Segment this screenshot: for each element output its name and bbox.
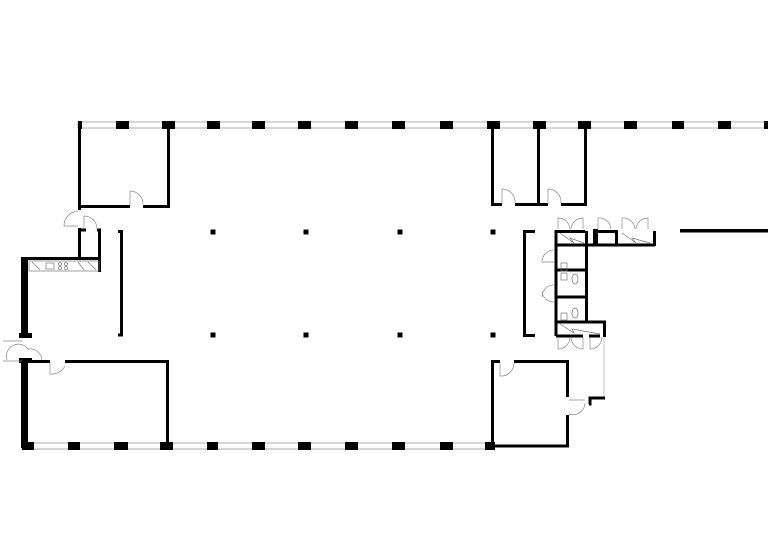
vestibule bbox=[78, 206, 101, 272]
column bbox=[397, 229, 403, 235]
door-icon bbox=[568, 399, 586, 415]
column bbox=[397, 332, 403, 338]
facade-pier bbox=[485, 442, 495, 450]
facade-pier bbox=[298, 121, 311, 129]
door-icon bbox=[129, 190, 144, 206]
walls bbox=[19, 125, 768, 448]
column bbox=[303, 229, 309, 235]
room-southwest bbox=[28, 360, 169, 446]
facade-pier bbox=[252, 121, 265, 129]
kitchen-counter bbox=[28, 260, 100, 272]
facade-pier bbox=[440, 121, 453, 129]
wc-fixtures bbox=[560, 262, 579, 321]
room-northwest bbox=[78, 125, 170, 208]
room-southeast bbox=[491, 360, 569, 448]
facade-pier bbox=[345, 442, 358, 450]
structural-columns bbox=[210, 229, 496, 338]
door-swings bbox=[3, 188, 649, 415]
facade-pier bbox=[764, 121, 768, 129]
entrance-jamb-upper bbox=[19, 333, 32, 338]
north-window-band bbox=[77, 121, 768, 129]
door-icon bbox=[3, 340, 43, 362]
door-icon bbox=[557, 336, 603, 350]
facade-pier bbox=[207, 121, 220, 129]
stair-symbols bbox=[559, 232, 651, 335]
column bbox=[490, 229, 496, 235]
facade-pier bbox=[207, 442, 218, 450]
door-icon bbox=[49, 362, 66, 375]
east-wall bbox=[680, 229, 768, 233]
door-icon bbox=[501, 188, 516, 204]
west-wall-lower bbox=[21, 358, 28, 448]
facade-pier bbox=[672, 121, 684, 129]
partition-east bbox=[523, 230, 535, 337]
kitchen-fixtures bbox=[31, 261, 97, 271]
door-icon bbox=[547, 188, 562, 204]
door-icon bbox=[621, 217, 649, 230]
door-icon bbox=[63, 210, 79, 227]
facade-pier bbox=[116, 121, 129, 129]
door-icon bbox=[597, 217, 612, 230]
facade-pier bbox=[114, 442, 128, 450]
facade-pier bbox=[298, 442, 311, 450]
wc-pier bbox=[593, 229, 598, 245]
north-facade bbox=[77, 121, 768, 129]
rooms-northeast bbox=[491, 125, 587, 206]
partition-west bbox=[118, 230, 123, 337]
kitchen-wall bbox=[21, 257, 101, 260]
column bbox=[490, 332, 496, 338]
west-wall-upper bbox=[21, 257, 28, 337]
facade-pier bbox=[718, 121, 731, 129]
column bbox=[210, 229, 216, 235]
facade-pier bbox=[252, 442, 265, 450]
column bbox=[303, 332, 309, 338]
facade-pier bbox=[392, 121, 405, 129]
facade-pier bbox=[68, 442, 80, 450]
door-icon bbox=[541, 249, 556, 303]
facade-piers bbox=[22, 121, 768, 450]
facade-pier bbox=[440, 442, 453, 450]
facade-pier bbox=[624, 121, 637, 129]
facade-pier bbox=[345, 121, 358, 129]
column bbox=[210, 332, 216, 338]
facade-pier bbox=[392, 442, 405, 450]
wc-block bbox=[554, 230, 656, 338]
entry-wall bbox=[588, 396, 605, 406]
door-icon bbox=[83, 215, 98, 230]
door-icon bbox=[557, 217, 584, 230]
door-icon bbox=[499, 362, 515, 377]
